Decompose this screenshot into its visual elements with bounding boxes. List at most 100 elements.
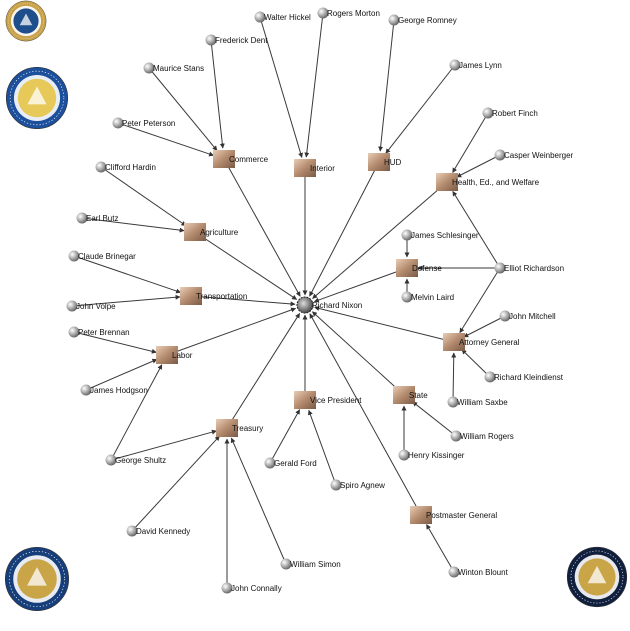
node-center-richard-nixon[interactable]: Richard Nixon: [296, 296, 362, 314]
person-node-frederick_dent[interactable]: Frederick Dent: [205, 34, 269, 46]
person-node-gerald_ford[interactable]: Gerald Ford: [264, 457, 317, 469]
person-label: John Connally: [231, 584, 282, 593]
person-sphere[interactable]: [280, 558, 292, 570]
person-node-melvin_laird[interactable]: Melvin Laird: [401, 291, 455, 303]
department-box[interactable]: [213, 150, 235, 168]
edge-agriculture-to-center: [194, 231, 298, 300]
person-node-clifford_hardin[interactable]: Clifford Hardin: [95, 161, 156, 173]
person-node-henry_kissinger[interactable]: Henry Kissinger: [398, 449, 465, 461]
person-sphere[interactable]: [401, 229, 413, 241]
person-node-william_saxbe[interactable]: William Saxbe: [447, 396, 509, 408]
department-node-commerce[interactable]: Commerce: [213, 150, 269, 168]
edge-gerald_ford-to-vice_president: [269, 409, 301, 464]
department-box[interactable]: [156, 346, 178, 364]
department-of-defense-seal-graphic: [4, 546, 70, 612]
person-node-david_kennedy[interactable]: David Kennedy: [126, 525, 191, 537]
department-box[interactable]: [436, 173, 458, 191]
department-box[interactable]: [294, 159, 316, 177]
department-box[interactable]: [180, 287, 202, 305]
person-node-elliot_richardson[interactable]: Elliot Richardson: [494, 262, 565, 274]
edge-peter_brennan-to-labor: [73, 331, 157, 354]
department-box[interactable]: [443, 333, 465, 351]
person-sphere[interactable]: [66, 300, 78, 312]
department-node-postmaster_general[interactable]: Postmaster General: [410, 506, 497, 524]
person-label: William Rogers: [460, 432, 514, 441]
person-node-george_shultz[interactable]: George Shultz: [105, 454, 167, 466]
person-label: John Mitchell: [509, 312, 556, 321]
person-sphere[interactable]: [330, 479, 342, 491]
person-sphere[interactable]: [76, 212, 88, 224]
department-box[interactable]: [396, 259, 418, 277]
person-node-john_volpe[interactable]: John Volpe: [66, 300, 117, 312]
person-node-peter_brennan[interactable]: Peter Brennan: [68, 326, 130, 338]
person-node-winton_blount[interactable]: Winton Blount: [448, 566, 509, 578]
person-sphere[interactable]: [494, 262, 506, 274]
person-node-casper_weinberger[interactable]: Casper Weinberger: [494, 149, 574, 161]
edge-john_volpe-to-transportation: [71, 294, 181, 307]
person-node-walter_hickel[interactable]: Walter Hickel: [254, 11, 312, 23]
person-node-maurice_stans[interactable]: Maurice Stans: [143, 62, 205, 74]
person-node-earl_butz[interactable]: Earl Butz: [76, 212, 119, 224]
person-sphere[interactable]: [450, 430, 462, 442]
department-node-vice_president[interactable]: Vice President: [294, 391, 362, 409]
edge-state-to-center: [312, 311, 405, 396]
department-node-state[interactable]: State: [393, 386, 428, 404]
person-sphere[interactable]: [484, 371, 496, 383]
person-sphere[interactable]: [398, 449, 410, 461]
person-sphere[interactable]: [80, 384, 92, 396]
department-box[interactable]: [368, 153, 390, 171]
person-node-william_simon[interactable]: William Simon: [280, 558, 341, 570]
edge-george_shultz-to-treasury: [110, 429, 217, 461]
person-sphere[interactable]: [205, 34, 217, 46]
person-sphere[interactable]: [388, 14, 400, 26]
department-box[interactable]: [410, 506, 432, 524]
person-node-spiro_agnew[interactable]: Spiro Agnew: [330, 479, 386, 491]
person-sphere[interactable]: [494, 149, 506, 161]
person-sphere[interactable]: [499, 310, 511, 322]
person-sphere[interactable]: [254, 11, 266, 23]
person-node-robert_finch[interactable]: Robert Finch: [482, 107, 538, 119]
department-node-defense[interactable]: Defense: [396, 259, 442, 277]
person-sphere[interactable]: [105, 454, 117, 466]
person-sphere[interactable]: [317, 7, 329, 19]
person-node-john_mitchell[interactable]: John Mitchell: [499, 310, 556, 322]
person-node-john_connally[interactable]: John Connally: [221, 582, 282, 594]
person-sphere[interactable]: [482, 107, 494, 119]
person-node-george_romney[interactable]: George Romney: [388, 14, 457, 26]
department-label: Commerce: [229, 155, 269, 164]
department-of-treasury-seal-icon: [5, 66, 69, 130]
department-node-hud[interactable]: HUD: [368, 153, 402, 171]
person-sphere[interactable]: [221, 582, 233, 594]
person-sphere[interactable]: [449, 59, 461, 71]
department-node-hew[interactable]: Health, Ed., and Welfare: [436, 173, 540, 191]
person-sphere[interactable]: [112, 117, 124, 129]
person-node-james_lynn[interactable]: James Lynn: [449, 59, 502, 71]
person-sphere[interactable]: [447, 396, 459, 408]
department-box[interactable]: [294, 391, 316, 409]
person-node-james_hodgson[interactable]: James Hodgson: [80, 384, 148, 396]
person-node-peter_peterson[interactable]: Peter Peterson: [112, 117, 176, 129]
person-sphere[interactable]: [68, 250, 80, 262]
person-sphere[interactable]: [401, 291, 413, 303]
person-node-william_rogers[interactable]: William Rogers: [450, 430, 514, 442]
department-node-agriculture[interactable]: Agriculture: [184, 223, 239, 241]
person-sphere[interactable]: [68, 326, 80, 338]
department-node-attorney_general[interactable]: Attorney General: [443, 333, 520, 351]
person-sphere[interactable]: [126, 525, 138, 537]
department-node-transportation[interactable]: Transportation: [180, 287, 247, 305]
department-box[interactable]: [184, 223, 206, 241]
department-node-treasury[interactable]: Treasury: [216, 419, 263, 437]
person-sphere[interactable]: [143, 62, 155, 74]
person-sphere[interactable]: [95, 161, 107, 173]
department-box[interactable]: [216, 419, 238, 437]
center-node-marker[interactable]: [296, 296, 314, 314]
person-node-richard_kleindienst[interactable]: Richard Kleindienst: [484, 371, 564, 383]
department-node-labor[interactable]: Labor: [156, 346, 193, 364]
person-node-james_schlesinger[interactable]: James Schlesinger: [401, 229, 479, 241]
department-node-interior[interactable]: Interior: [294, 159, 335, 177]
person-sphere[interactable]: [264, 457, 276, 469]
department-box[interactable]: [393, 386, 415, 404]
person-node-claude_brinegar[interactable]: Claude Brinegar: [68, 250, 137, 262]
person-sphere[interactable]: [448, 566, 460, 578]
person-node-rogers_morton[interactable]: Rogers Morton: [317, 7, 380, 19]
